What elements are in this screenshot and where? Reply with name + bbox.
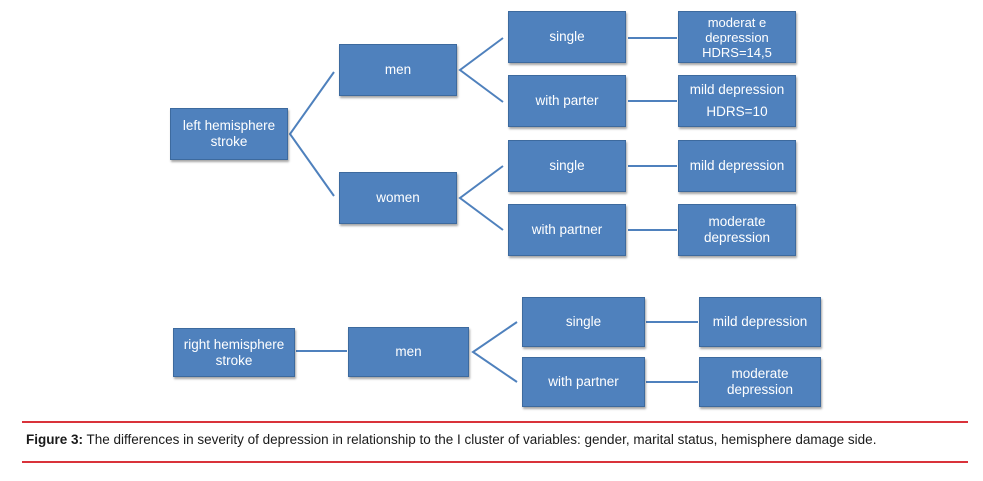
outcome-right-partner: moderate depression xyxy=(699,357,821,407)
left-men-single-node: single xyxy=(508,11,626,63)
caption-text: The differences in severity of depressio… xyxy=(83,432,877,447)
outcome-men-partner-label: mild depression xyxy=(689,82,785,97)
connector-men-branches xyxy=(458,37,504,103)
connector-women-branches xyxy=(458,165,504,231)
left-hemisphere-root-node: left hemisphere stroke xyxy=(170,108,288,160)
caption-top-rule xyxy=(22,421,968,423)
left-women-node: women xyxy=(339,172,457,224)
right-hemisphere-root-node: right hemisphere stroke xyxy=(173,328,295,377)
right-men-node: men xyxy=(348,327,469,377)
left-women-partner-node: with partner xyxy=(508,204,626,256)
outcome-men-partner: mild depression HDRS=10 xyxy=(678,75,796,127)
outcome-men-single: moderat e depression HDRS=14,5 xyxy=(678,11,796,63)
caption-bottom-rule xyxy=(22,461,968,463)
left-men-node: men xyxy=(339,44,457,96)
caption-label: Figure 3: xyxy=(26,432,84,447)
figure-caption: Figure 3: The differences in severity of… xyxy=(26,432,876,447)
left-women-single-node: single xyxy=(508,140,626,192)
left-men-partner-node: with parter xyxy=(508,75,626,127)
outcome-women-partner: moderate depression xyxy=(678,204,796,256)
outcome-men-partner-score: HDRS=10 xyxy=(706,104,768,119)
outcome-women-single: mild depression xyxy=(678,140,796,192)
connector-right-men-branches xyxy=(471,321,518,383)
right-men-partner-node: with partner xyxy=(522,357,645,407)
outcome-right-single: mild depression xyxy=(699,297,821,347)
right-men-single-node: single xyxy=(522,297,645,347)
connector-root-men-women xyxy=(288,71,335,197)
